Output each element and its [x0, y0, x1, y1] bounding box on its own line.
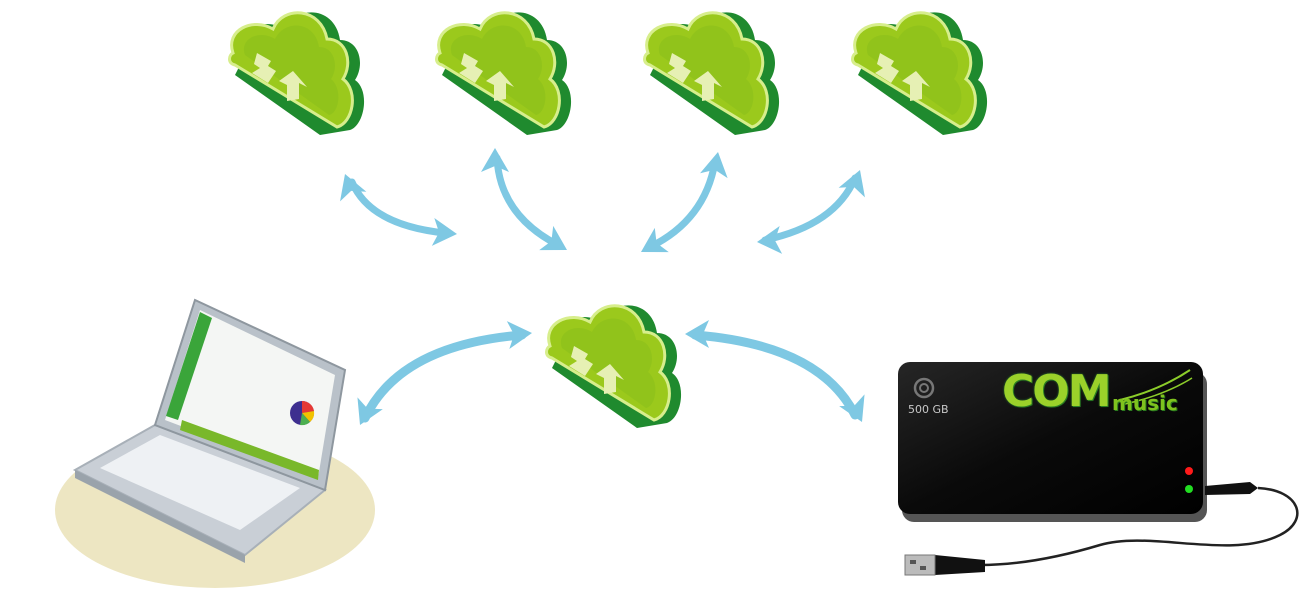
double-arrow-icon: [646, 158, 719, 251]
double-arrow-icon: [493, 154, 562, 249]
cloud-sync-icon: [435, 10, 573, 137]
cloud-sync-icon: [851, 10, 989, 137]
double-arrow-icon: [360, 330, 527, 423]
cloud-sync-icon: [228, 10, 366, 137]
laptop-icon: [55, 298, 375, 588]
drive-brand-logo: COM: [1002, 366, 1111, 417]
cloud-sync-icon: [643, 10, 781, 137]
drive-brand-sub: music: [1112, 391, 1178, 415]
led-green: [1185, 485, 1193, 493]
hard-drive-icon: [898, 362, 1207, 522]
led-red: [1185, 467, 1193, 475]
double-arrow-icon: [761, 174, 859, 244]
double-arrow-icon: [690, 330, 860, 420]
central-cloud-icon: [545, 303, 683, 430]
drive-capacity-label: 500 GB: [908, 403, 949, 416]
double-arrow-icon: [348, 178, 449, 237]
usb-cable-icon: [904, 482, 1299, 576]
spiral-icon: [913, 377, 935, 399]
